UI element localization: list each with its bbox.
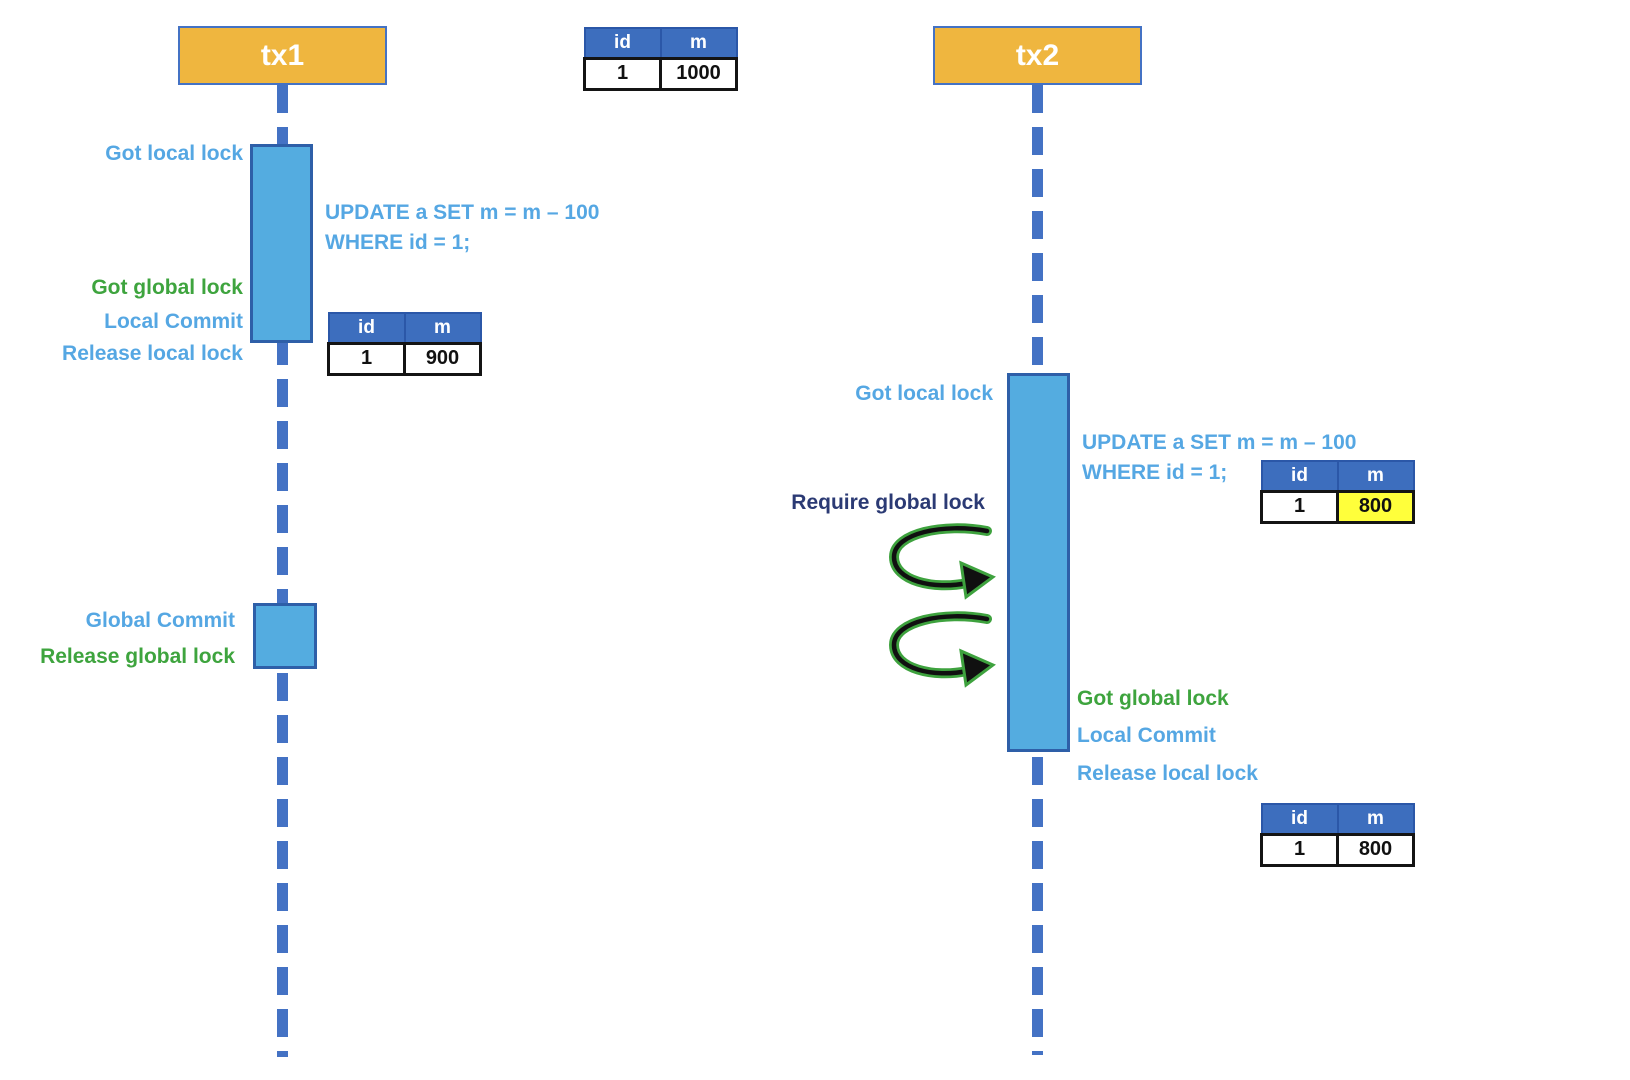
cell-id: 1 xyxy=(327,341,406,376)
tx2-activation-bar xyxy=(1007,373,1070,752)
tx1-global-commit-bar xyxy=(253,603,317,669)
column-header-id: id xyxy=(583,27,662,59)
table-tx2-result: id m 1 800 xyxy=(1260,803,1415,867)
tx2-require-global-lock-label: Require global lock xyxy=(791,491,985,514)
tx1-global-commit-label: Global Commit xyxy=(85,609,235,632)
tx2-sql-statement: UPDATE a SET m = m – 100 WHERE id = 1; xyxy=(1082,428,1356,488)
tx1-title: tx1 xyxy=(260,38,305,72)
table-tx2-pending: id m 1 800 xyxy=(1260,460,1415,524)
tx1-header-box: tx1 xyxy=(178,26,387,85)
column-header-m: m xyxy=(1336,460,1415,492)
tx2-release-local-lock-label: Release local lock xyxy=(1077,762,1258,785)
cell-m: 800 xyxy=(1336,832,1415,867)
cell-id: 1 xyxy=(1260,489,1339,524)
column-header-id: id xyxy=(327,312,406,344)
tx1-release-local-lock-label: Release local lock xyxy=(62,342,243,365)
column-header-m: m xyxy=(659,27,738,59)
table-tx1-result: id m 1 900 xyxy=(327,312,482,376)
cell-id: 1 xyxy=(1260,832,1339,867)
tx2-got-local-lock-label: Got local lock xyxy=(855,382,993,405)
column-header-m: m xyxy=(403,312,482,344)
tx1-got-local-lock-label: Got local lock xyxy=(105,142,243,165)
tx2-sql-line1: UPDATE a SET m = m – 100 xyxy=(1082,431,1357,454)
cell-m: 1000 xyxy=(659,56,738,91)
table-row: 1 800 xyxy=(1260,832,1415,867)
tx1-sql-line2: WHERE id = 1; xyxy=(325,231,471,254)
column-header-id: id xyxy=(1260,460,1339,492)
tx2-title: tx2 xyxy=(1015,38,1060,72)
tx1-activation-bar xyxy=(250,144,313,343)
tx2-got-global-lock-label: Got global lock xyxy=(1077,687,1229,710)
column-header-id: id xyxy=(1260,803,1339,835)
cell-id: 1 xyxy=(583,56,662,91)
tx1-sql-line1: UPDATE a SET m = m – 100 xyxy=(325,201,600,224)
tx1-local-commit-label: Local Commit xyxy=(104,310,243,333)
tx2-sql-line2: WHERE id = 1; xyxy=(1082,461,1228,484)
tx2-header-box: tx2 xyxy=(933,26,1142,85)
tx1-got-global-lock-label: Got global lock xyxy=(91,276,243,299)
table-row: 1 900 xyxy=(327,341,482,376)
lifeline-tx1 xyxy=(277,85,288,1057)
table-initial-state: id m 1 1000 xyxy=(583,27,738,91)
tx2-local-commit-label: Local Commit xyxy=(1077,724,1216,747)
tx1-release-global-lock-label: Release global lock xyxy=(40,645,235,668)
retry-arrow-icon xyxy=(888,523,996,600)
table-row: 1 800 xyxy=(1260,489,1415,524)
table-row: 1 1000 xyxy=(583,56,738,91)
column-header-m: m xyxy=(1336,803,1415,835)
tx1-sql-statement: UPDATE a SET m = m – 100 WHERE id = 1; xyxy=(325,198,599,258)
retry-arrow-icon xyxy=(888,611,996,688)
cell-m-highlighted: 800 xyxy=(1336,489,1415,524)
cell-m: 900 xyxy=(403,341,482,376)
